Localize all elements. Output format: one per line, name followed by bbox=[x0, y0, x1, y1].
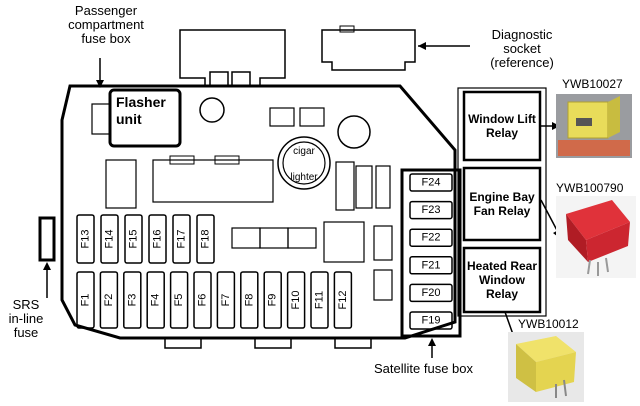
fuse-f20: F20 bbox=[409, 283, 453, 303]
fuse-f10: F10 bbox=[286, 271, 306, 329]
fuse-f6-label: F6 bbox=[197, 294, 209, 307]
bottom-fuse-row: F1 F2 F3 F4 F5 F6 F7 F8 F9 F10 F11 F12 bbox=[76, 271, 353, 329]
top-connector bbox=[179, 29, 286, 87]
relay-label-window-lift: Window Lift Relay bbox=[468, 112, 536, 140]
passenger-box-label: Passenger compartment fuse box bbox=[68, 3, 144, 46]
fuse-f10-label: F10 bbox=[290, 291, 302, 310]
fuse-f8: F8 bbox=[240, 271, 259, 329]
relay-photo-window-lift bbox=[556, 94, 632, 158]
flasher-unit-label: Flasher unit bbox=[116, 94, 166, 127]
fuse-f13-label: F13 bbox=[80, 230, 92, 249]
fuse-f9-label: F9 bbox=[267, 294, 279, 307]
fuse-f17-label: F17 bbox=[176, 230, 188, 249]
fuse-f5: F5 bbox=[169, 271, 189, 329]
fuse-f23: F23 bbox=[409, 200, 453, 220]
fuse-f2-label: F2 bbox=[103, 294, 115, 307]
fuse-f14: F14 bbox=[100, 214, 119, 264]
fuse-f8-label: F8 bbox=[243, 294, 255, 307]
fuse-f1-label: F1 bbox=[80, 294, 92, 307]
srs-fuse-body bbox=[38, 216, 56, 262]
fuse-f9: F9 bbox=[263, 271, 282, 329]
fuse-f6: F6 bbox=[193, 271, 212, 329]
satellite-fuse-box-label: Satellite fuse box bbox=[374, 361, 474, 376]
diagnostic-socket-label: Diagnostic socket (reference) bbox=[490, 27, 554, 70]
fuse-f24: F24 bbox=[409, 173, 453, 192]
relay-photo-heated-rear-window bbox=[508, 332, 584, 402]
cigar-lighter-inner bbox=[282, 141, 326, 185]
relay-panel bbox=[457, 87, 547, 317]
fuse-f12: F12 bbox=[333, 271, 353, 329]
part-code-engine-bay-fan: YWB100790 bbox=[556, 181, 624, 195]
fuse-f11-label: F11 bbox=[314, 291, 326, 309]
fuse-f15-label: F15 bbox=[128, 230, 140, 249]
fuse-f21-label: F21 bbox=[422, 259, 441, 271]
fuse-f1: F1 bbox=[76, 271, 95, 329]
fuse-f3-label: F3 bbox=[126, 294, 138, 307]
srs-fuse-label: SRS in-line fuse bbox=[8, 297, 44, 340]
fuse-f11: F11 bbox=[310, 271, 329, 329]
fuse-f18: F18 bbox=[196, 214, 215, 264]
fuse-f13: F13 bbox=[76, 214, 95, 264]
fuse-f2: F2 bbox=[99, 271, 119, 329]
fuse-f12-label: F12 bbox=[337, 291, 349, 310]
fuse-f4-label: F4 bbox=[150, 294, 162, 307]
fuse-f7-label: F7 bbox=[220, 294, 232, 307]
fuse-f16-label: F16 bbox=[152, 230, 164, 249]
cigar-lighter-outer bbox=[277, 136, 331, 190]
fuse-f15: F15 bbox=[124, 214, 143, 264]
satellite-fuse-box-frame bbox=[400, 168, 462, 338]
fuse-f5-label: F5 bbox=[173, 294, 185, 307]
fuse-f18-label: F18 bbox=[200, 230, 212, 249]
cigar-lighter-label-bottom: lighter bbox=[290, 172, 318, 183]
fuse-f17: F17 bbox=[172, 214, 191, 264]
fuse-f4: F4 bbox=[146, 271, 165, 329]
part-code-window-lift: YWB10027 bbox=[562, 77, 623, 91]
diagnostic-socket bbox=[321, 29, 416, 71]
relay-photo-engine-bay-fan bbox=[556, 196, 636, 278]
fuse-f22: F22 bbox=[409, 228, 453, 247]
fuse-f23-label: F23 bbox=[422, 204, 441, 216]
part-code-heated-rear-window: YWB10012 bbox=[518, 317, 579, 331]
relay-label-engine-bay-fan: Engine Bay Fan Relay bbox=[469, 190, 535, 218]
fuse-f3: F3 bbox=[123, 271, 142, 329]
relay-label-heated-rear-window: Heated Rear Window Relay bbox=[466, 259, 538, 301]
fuse-f19-label: F19 bbox=[422, 315, 441, 327]
top-fuse-row: F13 F14 F15 F16 F17 F18 bbox=[76, 214, 215, 264]
fuse-f21: F21 bbox=[409, 256, 453, 275]
fuse-f20-label: F20 bbox=[422, 287, 441, 299]
fuse-f19: F19 bbox=[409, 311, 453, 330]
fuse-f14-label: F14 bbox=[104, 230, 116, 249]
fuse-f16: F16 bbox=[148, 214, 167, 264]
fuse-f7: F7 bbox=[216, 271, 236, 329]
fuse-f24-label: F24 bbox=[422, 177, 441, 189]
cigar-lighter-label-top: cigar bbox=[293, 146, 315, 157]
fuse-f22-label: F22 bbox=[422, 232, 441, 244]
